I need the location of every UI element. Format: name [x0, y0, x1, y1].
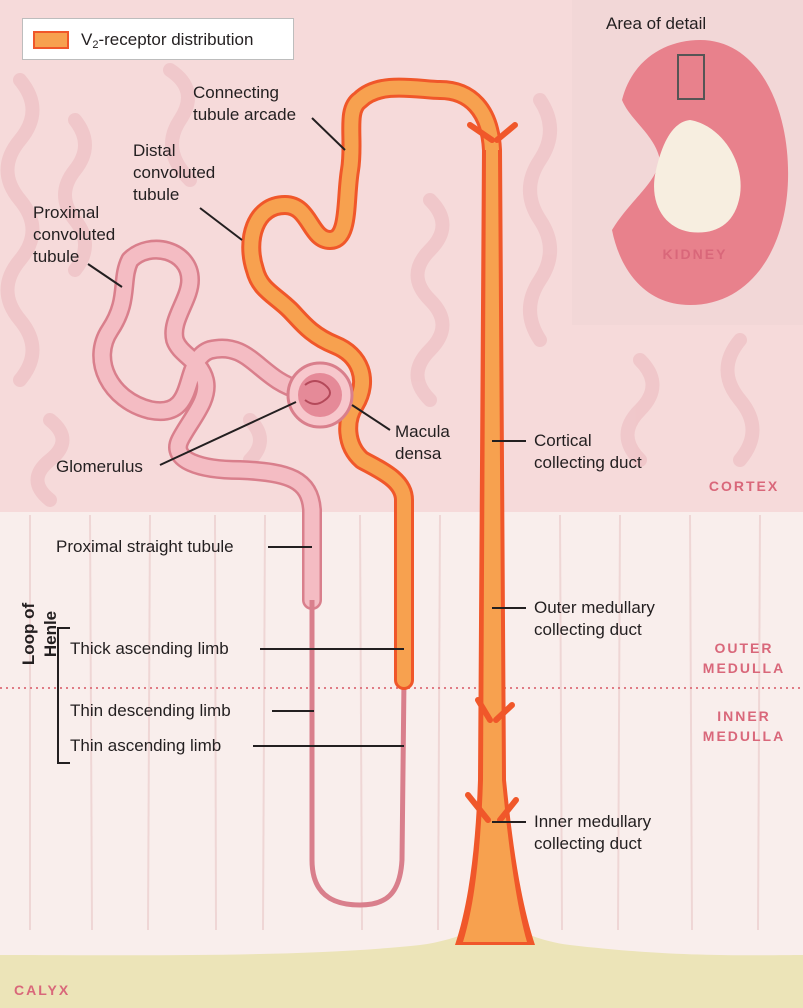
- outer-medulla-zone-label: OUTER MEDULLA: [702, 640, 786, 676]
- thin-loop-of-henle: [309, 600, 407, 908]
- outer-medullary-collecting-duct-label: Outer medullary collecting duct: [534, 598, 655, 639]
- medulla-texture: [29, 514, 761, 931]
- proximal-convoluted-tubule-label: Proximal convoluted tubule: [33, 203, 116, 266]
- calyx-zone-label: CALYX: [14, 982, 71, 998]
- glomerulus-label: Glomerulus: [56, 457, 143, 476]
- glomerulus-graphic: [286, 361, 354, 429]
- area-of-detail-label: Area of detail: [606, 14, 707, 33]
- cortex-texture: [0, 63, 760, 507]
- legend: V2-receptor distribution: [22, 18, 294, 60]
- area-of-detail-box: [677, 54, 705, 100]
- distal-convoluted-tubule-label: Distal convoluted tubule: [133, 141, 216, 204]
- calyx-region: [0, 925, 803, 1008]
- thick-ascending-limb-label: Thick ascending limb: [70, 639, 229, 658]
- connecting-tubule-arcade-label: Connecting tubule arcade: [193, 83, 297, 124]
- cortical-collecting-duct-label: Cortical collecting duct: [534, 431, 642, 472]
- v2-receptor-tubules: [241, 77, 502, 690]
- v2-legend-swatch: [33, 31, 69, 49]
- collecting-duct: [455, 122, 535, 945]
- proximal-straight-tubule-label: Proximal straight tubule: [56, 537, 234, 556]
- inner-medulla-zone-label: INNER MEDULLA: [702, 708, 786, 744]
- proximal-tubule: [92, 239, 322, 610]
- macula-densa-label: Macula densa: [395, 422, 450, 463]
- thin-descending-limb-label: Thin descending limb: [70, 701, 231, 720]
- loop-of-henle-label: Loop of Henle: [19, 602, 60, 666]
- legend-label: V2-receptor distribution: [81, 30, 254, 51]
- thin-ascending-limb-label: Thin ascending limb: [70, 736, 222, 755]
- inner-medullary-collecting-duct-label: Inner medullary collecting duct: [534, 812, 652, 853]
- kidney-label: KIDNEY: [662, 246, 728, 262]
- kidney-inset-graphic: [612, 40, 789, 305]
- leader-lines: [57, 117, 526, 823]
- cortex-zone-label: CORTEX: [708, 478, 780, 494]
